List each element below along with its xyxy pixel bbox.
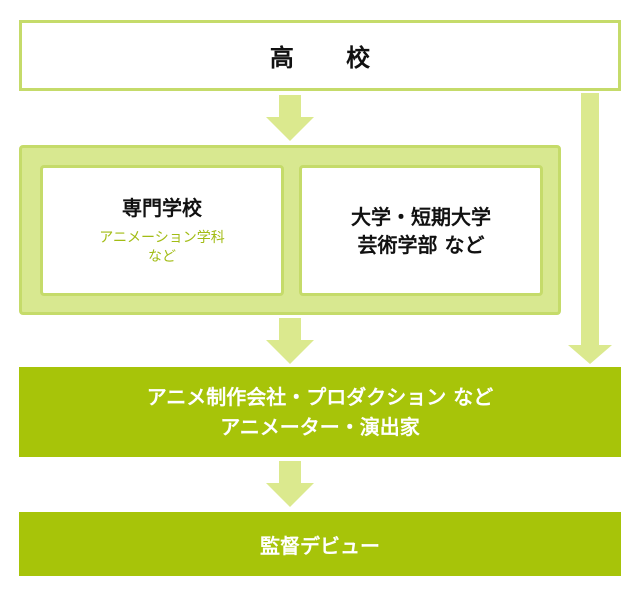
arrow-company-to-debut [266,461,314,507]
high-school-label: 高 校 [269,44,393,72]
company-box: アニメ制作会社・プロダクション など アニメーター・演出家 [19,367,621,457]
company-line-2: アニメーター・演出家 [220,415,420,439]
school-options-group: 専門学校 アニメーション学科 など 大学・短期大学 芸術学部 など [19,145,561,315]
arrow-schools-to-company [266,318,314,364]
debut-box: 監督デビュー [19,512,621,576]
arrow-high-school-to-schools [266,95,314,141]
vocational-school-sub-2: など [148,249,176,265]
company-line-1: アニメ制作会社・プロダクション など [146,385,494,409]
university-box: 大学・短期大学 芸術学部 など [299,165,543,296]
vocational-school-sub-1: アニメーション学科 [99,230,225,246]
vocational-school-title: 専門学校 [122,196,202,220]
university-title-1: 大学・短期大学 [351,204,491,229]
arrow-high-school-to-company [568,93,612,364]
vocational-school-box: 専門学校 アニメーション学科 など [40,165,284,296]
university-title-2: 芸術学部 など [357,232,485,257]
debut-label: 監督デビュー [260,533,380,558]
high-school-box: 高 校 [19,20,621,91]
